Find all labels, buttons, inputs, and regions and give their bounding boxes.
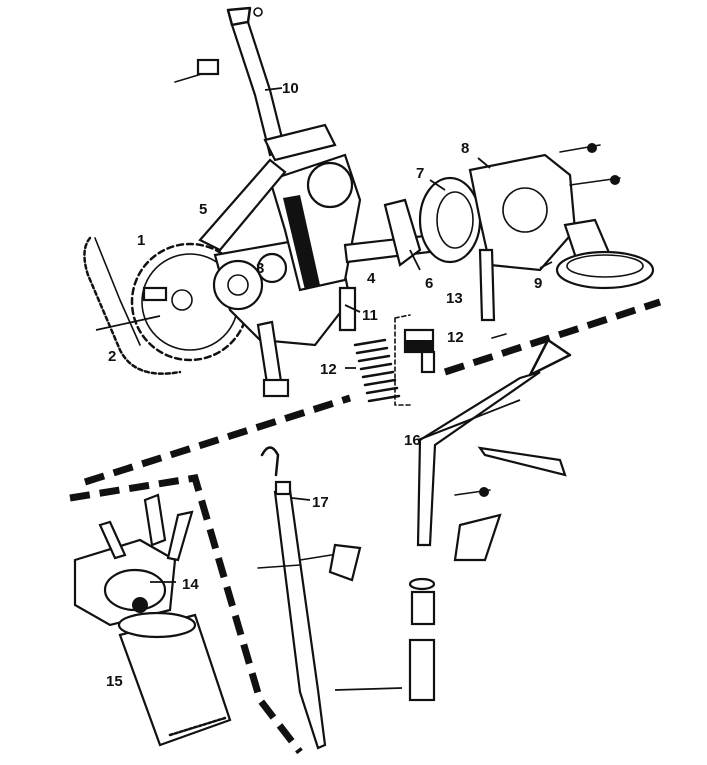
label-part-10: 10 [282, 80, 299, 97]
label-part-9: 9 [534, 275, 542, 292]
relief-valve-plunger [256, 320, 290, 398]
label-part-13: 13 [446, 290, 463, 307]
oil-pump-assembly [198, 153, 362, 347]
label-part-6: 6 [425, 275, 433, 292]
dipstick-guide-tube [408, 338, 572, 702]
label-part-15: 15 [106, 673, 123, 690]
relief-valve-cap [394, 314, 436, 406]
pump-outlet-pipe [174, 6, 337, 162]
timing-chain [83, 236, 182, 375]
label-part-2: 2 [108, 348, 116, 365]
dipstick [257, 446, 403, 750]
pump-rotor [418, 176, 482, 264]
label-part-11: 11 [362, 307, 378, 324]
label-part-14: 14 [182, 576, 199, 593]
label-part-8: 8 [461, 140, 469, 157]
pump-pin [478, 248, 507, 339]
relief-valve-spring [353, 338, 401, 403]
label-part-17: 17 [312, 494, 329, 511]
oil-filter-head [73, 493, 194, 627]
section-divider [69, 298, 662, 755]
label-part-12-spring: 12 [320, 361, 337, 378]
oil-filter [117, 611, 232, 747]
label-part-1: 1 [137, 232, 145, 249]
oil-strainer [555, 218, 655, 290]
pump-cover [468, 143, 621, 272]
label-part-5: 5 [199, 201, 207, 218]
label-part-7: 7 [416, 165, 424, 182]
label-part-3: 3 [256, 260, 264, 277]
label-part-12-cap: 12 [447, 329, 464, 346]
label-part-16: 16 [404, 432, 421, 449]
label-part-4: 4 [367, 270, 376, 287]
